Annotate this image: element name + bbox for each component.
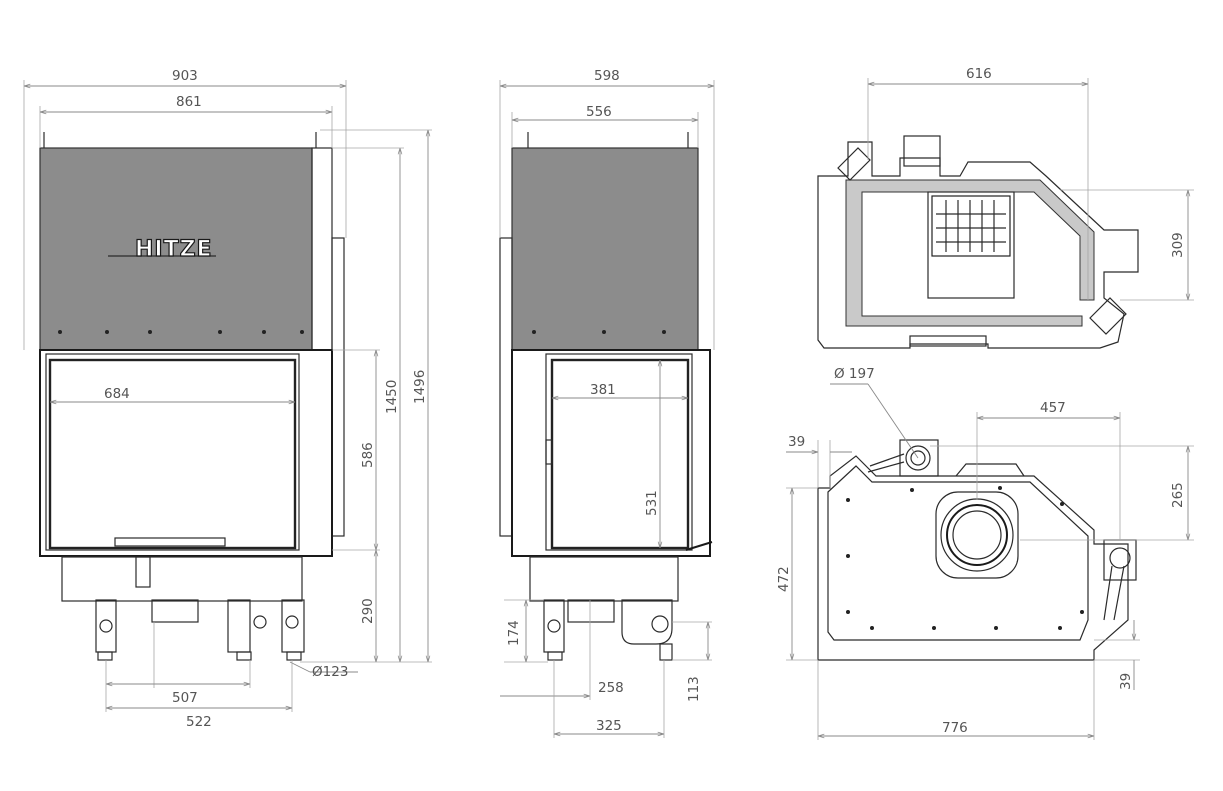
dim-side-flue-offset: 258 — [598, 680, 624, 696]
top-section-view — [817, 135, 1139, 349]
dim-front-base-height: 290 — [360, 598, 376, 624]
dim-top-right-offset: 39 — [1118, 673, 1134, 690]
front-side-strip — [311, 147, 333, 351]
dim-side-glass-height: 531 — [644, 490, 660, 516]
dim-top-outlet-offset: 457 — [1040, 400, 1066, 416]
front-view: HITZE — [39, 132, 345, 661]
dim-front-leg-span-outer: 522 — [186, 714, 212, 730]
dim-side-body-width: 556 — [586, 104, 612, 120]
side-screws — [532, 330, 666, 334]
dim-side-air-inlet-height: 113 — [686, 676, 702, 702]
dim-front-body-height: 1450 — [384, 380, 400, 414]
top-plan-outlet — [935, 491, 1019, 579]
dim-top-depth-offset: 265 — [1170, 482, 1186, 508]
dim-top-section-offset: 309 — [1170, 232, 1186, 258]
front-dimensions: 903 861 684 1496 1450 586 290 Ø123 507 5… — [23, 68, 432, 730]
side-leg-left — [543, 599, 565, 653]
dim-front-body-width: 861 — [176, 94, 202, 110]
side-air-inlet — [621, 599, 673, 645]
dim-front-glass-height: 586 — [360, 442, 376, 468]
front-door-frame — [39, 349, 333, 557]
side-top-panel — [511, 147, 699, 351]
side-base — [529, 556, 679, 602]
dim-side-glass-width: 381 — [590, 382, 616, 398]
top-plan-dimensions: Ø 197 39 457 265 472 39 776 — [776, 366, 1194, 740]
dim-front-total-height: 1496 — [412, 370, 428, 404]
dim-front-leg-span-inner: 507 — [172, 690, 198, 706]
top-plan-screws — [846, 486, 1084, 630]
dim-top-total-width: 776 — [942, 720, 968, 736]
front-side-rail — [331, 237, 345, 537]
front-top-panel — [39, 147, 313, 351]
side-door-frame — [511, 349, 711, 557]
dim-top-depth: 472 — [776, 566, 792, 592]
hitze-logo: HITZE — [108, 236, 216, 263]
front-leg-right — [281, 599, 305, 653]
dim-top-outlet-diameter: Ø 197 — [834, 366, 875, 382]
dim-top-section-width: 616 — [966, 66, 992, 82]
top-plan-air-box — [899, 439, 939, 477]
front-screws — [58, 330, 304, 334]
side-dimensions: 598 556 381 531 174 258 113 325 — [499, 68, 715, 738]
dim-side-total-width: 598 — [594, 68, 620, 84]
dim-front-total-width: 903 — [172, 68, 198, 84]
front-air-grille — [114, 537, 226, 547]
front-flue-stub — [151, 599, 199, 623]
dim-top-left-offset: 39 — [788, 434, 805, 450]
front-glass — [48, 358, 297, 550]
dim-front-flue-diameter: Ø123 — [312, 664, 348, 680]
top-plan-outline — [817, 455, 1129, 661]
top-section-grate — [931, 195, 1011, 257]
logo-text: HITZE — [135, 237, 213, 262]
side-glass — [550, 358, 690, 550]
dim-front-glass-width: 684 — [104, 386, 130, 402]
top-section-outline — [817, 141, 1139, 349]
top-section-liner — [845, 179, 1095, 327]
top-section-dimensions: 616 309 — [867, 66, 1194, 301]
front-base — [61, 556, 303, 602]
front-leg-mid — [227, 599, 251, 653]
side-view — [499, 132, 713, 661]
dim-side-leg-height: 174 — [506, 620, 522, 646]
front-leg-left — [95, 599, 117, 653]
dim-side-leg-span: 325 — [596, 718, 622, 734]
